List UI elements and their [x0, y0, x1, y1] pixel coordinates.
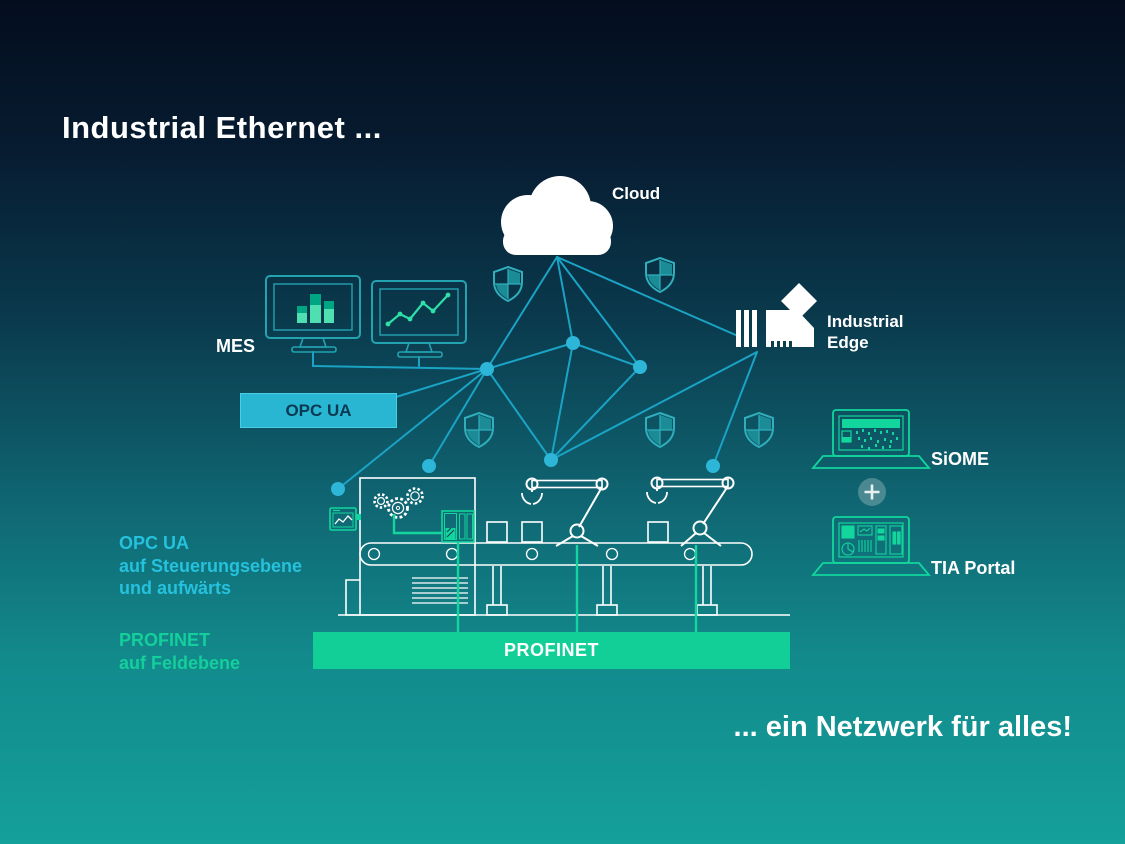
hmi-panel-icon — [329, 507, 361, 531]
security-shield-icon — [645, 412, 675, 448]
security-shield-icon — [645, 257, 675, 293]
tia-portal-laptop-icon — [811, 516, 931, 576]
network-nodes — [331, 336, 720, 496]
monitor-bar-chart-icon — [265, 275, 361, 353]
gears-icon — [373, 487, 424, 519]
industrial-edge-label-line2: Edge — [827, 333, 869, 352]
conveyor-supports — [486, 566, 718, 616]
plc-icon — [441, 510, 475, 543]
plus-icon — [858, 478, 886, 506]
mes-monitors — [265, 275, 467, 358]
cabinet-vents — [412, 577, 468, 604]
profinet-drop-lines — [392, 514, 698, 632]
opc-ua-box: OPC UA — [240, 393, 397, 428]
cloud-icon — [501, 176, 613, 255]
opc-ua-annotation-line2: auf Steuerungsebene — [119, 555, 303, 576]
security-shield-icon — [744, 412, 774, 448]
closing-statement: ... ein Netzwerk für alles! — [733, 711, 1072, 743]
opc-ua-annotation-line1: OPC UA — [119, 533, 190, 553]
profinet-annotation-line1: PROFINET — [119, 630, 211, 650]
factory-line-art — [338, 476, 790, 616]
security-shield-icon — [493, 266, 523, 302]
machine-cabinet — [359, 477, 476, 616]
robot-arm-1 — [521, 477, 609, 547]
opc-ua-annotation: OPC UA auf Steuerungsebene und aufwärts — [119, 532, 302, 600]
opc-ua-box-label: OPC UA — [285, 400, 352, 420]
profinet-bar: PROFINET — [313, 632, 790, 669]
robot-arm-2 — [646, 476, 735, 547]
profinet-bar-label: PROFINET — [503, 640, 599, 660]
security-shields — [464, 257, 774, 448]
siome-label: SiOME — [931, 449, 990, 469]
tia-portal-label: TIA Portal — [931, 558, 1016, 578]
conveyor-belt — [359, 542, 753, 566]
green-field-devices — [329, 507, 698, 632]
page-title: Industrial Ethernet ... — [62, 110, 382, 145]
mes-label: MES — [216, 336, 256, 356]
opc-ua-annotation-line3: und aufwärts — [119, 578, 232, 598]
industrial-edge-label-line1: Industrial — [827, 312, 904, 331]
profinet-annotation-line2: auf Feldebene — [119, 652, 241, 673]
cabinet-step — [345, 579, 360, 616]
cloud-label: Cloud — [612, 184, 661, 203]
network-links — [312, 256, 758, 490]
profinet-annotation: PROFINET auf Feldebene — [119, 629, 240, 674]
security-shield-icon — [464, 412, 494, 448]
industrial-edge-label: Industrial Edge — [827, 311, 904, 353]
belt-boxes — [486, 521, 669, 543]
industrial-edge-device-icon — [736, 283, 817, 347]
siome-laptop-icon — [811, 409, 931, 469]
monitor-line-chart-icon — [371, 280, 467, 358]
